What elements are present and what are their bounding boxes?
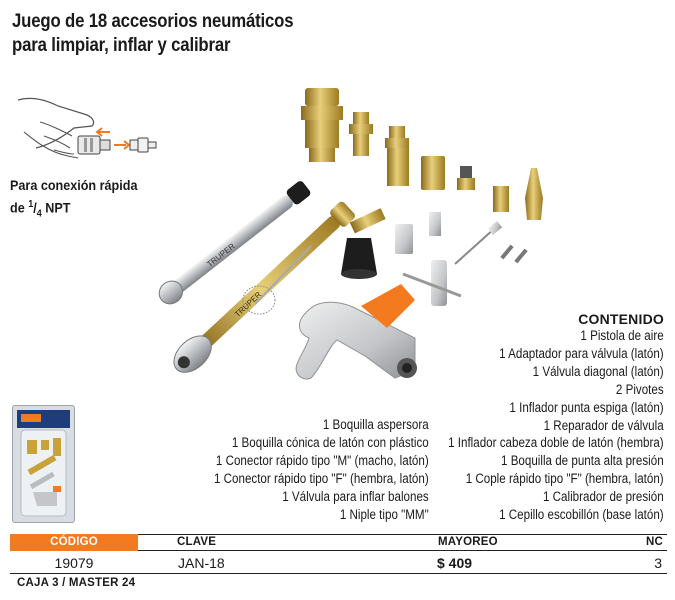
package-image [17, 410, 70, 517]
list-item: 1 Adaptador para válvula (latón) [499, 345, 664, 361]
header-nc: NC [645, 536, 663, 548]
connection-line-1: Para conexión rápida [10, 177, 138, 193]
list-item: 1 Válvula diagonal (latón) [532, 363, 664, 379]
fraction-numerator: 1 [28, 199, 34, 210]
list-item: 1 Pistola de aire [580, 328, 664, 343]
connection-note: Para conexión rápida de 1/4 NPT [10, 175, 137, 224]
package-thumbnail [12, 405, 75, 523]
contenido-list-left: 1 Boquilla aspersora 1 Boquilla cónica d… [179, 416, 429, 523]
list-item: 1 Boquilla aspersora [323, 417, 429, 432]
header-codigo: CÓDIGO [50, 536, 98, 548]
list-item: 1 Válvula para inflar balones [282, 488, 429, 504]
list-item: 1 Inflador cabeza doble de latón (hembra… [448, 435, 664, 451]
accessories-product-photo: TRUPER TRUPER [158, 88, 543, 380]
contenido-title: CONTENIDO [578, 311, 664, 327]
list-item: 1 Cople rápido tipo "F" (hembra, latón) [466, 471, 664, 487]
cell-clave: JAN-18 [178, 555, 225, 571]
list-item: 1 Conector rápido tipo "M" (macho, latón… [216, 452, 429, 468]
page-title: Juego de 18 accesorios neumáticos para l… [12, 9, 294, 57]
hand-connector-illustration [17, 97, 157, 159]
list-item: 1 Calibrador de presión [543, 489, 664, 505]
list-item: 1 Boquilla cónica de latón con plástico [232, 434, 429, 450]
list-item: 1 Niple tipo "MM" [340, 506, 429, 522]
cell-codigo: 19079 [54, 555, 94, 571]
contenido-list-right: 1 Pistola de aire 1 Adaptador para válvu… [413, 327, 664, 524]
cell-nc: 3 [654, 555, 662, 571]
codigo-header-bg [10, 534, 138, 551]
connection-line-2: de 1/4 NPT [10, 199, 71, 220]
list-item: 1 Reparador de válvula [543, 417, 664, 433]
header-clave: CLAVE [177, 536, 217, 548]
caja-master-note: CAJA 3 / MASTER 24 [17, 577, 136, 589]
list-item: 1 Boquilla de punta alta presión [501, 453, 664, 469]
list-item: 1 Inflador punta espiga (latón) [509, 399, 664, 415]
cell-mayoreo: $ 409 [437, 555, 473, 571]
title-line-1: Juego de 18 accesorios neumáticos [12, 10, 294, 32]
title-line-2: para limpiar, inflar y calibrar [12, 34, 231, 56]
table-row-divider [10, 573, 667, 574]
header-mayoreo: MAYOREO [438, 536, 498, 548]
list-item: 2 Pivotes [616, 381, 664, 397]
list-item: 1 Cepillo escobillón (base latón) [499, 507, 664, 523]
table-header-bar [10, 534, 667, 551]
list-item: 1 Conector rápido tipo "F" (hembra, lató… [214, 470, 429, 486]
fraction-denominator: 4 [36, 208, 42, 220]
